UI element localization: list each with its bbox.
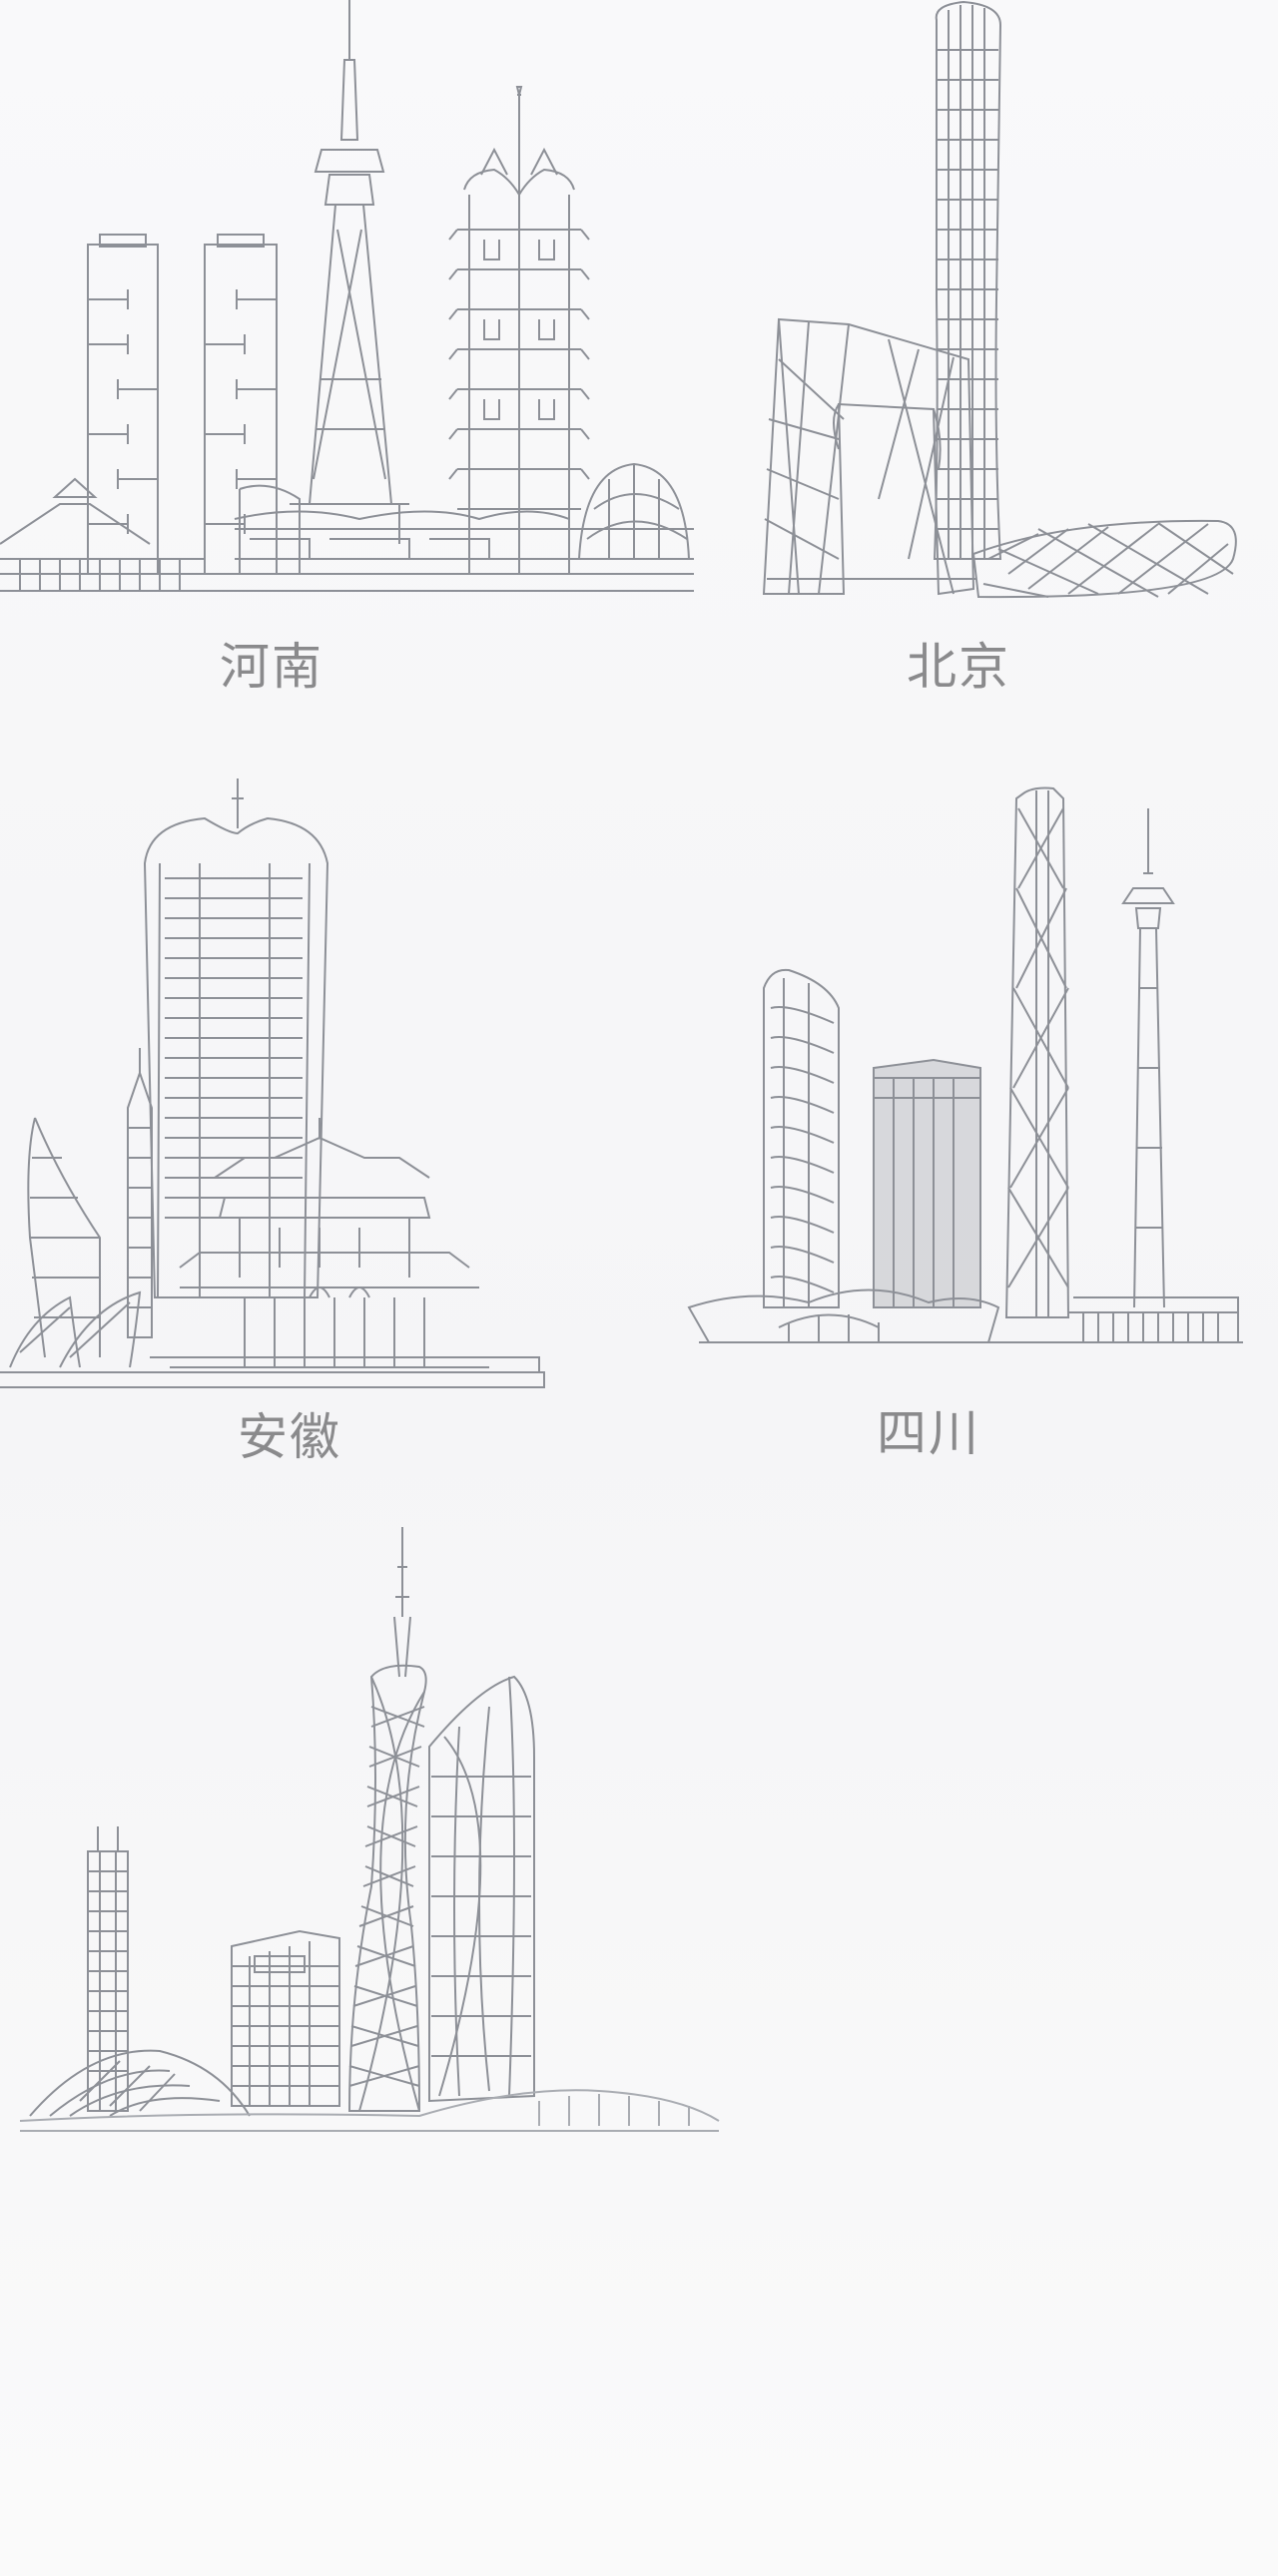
- henan-twin-towers: [88, 235, 277, 574]
- sichuan-tv-tower: [1123, 808, 1173, 1307]
- anhui-base: [0, 1357, 544, 1387]
- henan-pyramid-museum: [0, 479, 205, 591]
- beijing-cctv-headquarters: [764, 319, 976, 594]
- anhui-tall-tower: [145, 778, 327, 1297]
- sichuan-lattice-tower: [1006, 788, 1068, 1317]
- guangdong-mid-block: [232, 1931, 339, 2106]
- sichuan-curved-tower: [764, 970, 839, 1307]
- guangdong-slim-tower: [88, 1826, 128, 2111]
- beijing-china-zun-tower: [935, 2, 1000, 559]
- guangdong-curved-tower: [429, 1677, 534, 2101]
- guangdong-canton-tower: [349, 1527, 426, 2111]
- beijing-skyline-illustration: [739, 0, 1278, 609]
- sichuan-skyline-illustration: [689, 788, 1248, 1387]
- sichuan-arena: [689, 1290, 1243, 1343]
- beijing-birds-nest: [973, 521, 1236, 597]
- anhui-skyline-illustration: [0, 778, 559, 1397]
- anhui-spire-tower: [128, 1048, 152, 1337]
- henan-skyline-illustration: [0, 0, 699, 609]
- guangdong-skyline-illustration: [0, 1527, 749, 2146]
- henan-twin-pagoda: [449, 87, 589, 574]
- guangdong-ground: [20, 2090, 719, 2131]
- sichuan-office-block: [874, 1060, 980, 1307]
- guangdong-opera-house: [30, 2051, 250, 2116]
- city-label-henan: 河南: [220, 638, 323, 696]
- city-label-anhui: 安徽: [238, 1408, 341, 1466]
- city-label-beijing: 北京: [907, 638, 1010, 696]
- henan-ground: [200, 486, 694, 591]
- city-label-sichuan: 四川: [877, 1404, 980, 1462]
- anhui-opera-shells: [10, 1292, 140, 1367]
- anhui-memorial-hall: [170, 1118, 489, 1367]
- henan-dome: [579, 464, 689, 559]
- henan-tv-tower: [290, 0, 409, 544]
- anhui-sail-tower: [28, 1118, 100, 1357]
